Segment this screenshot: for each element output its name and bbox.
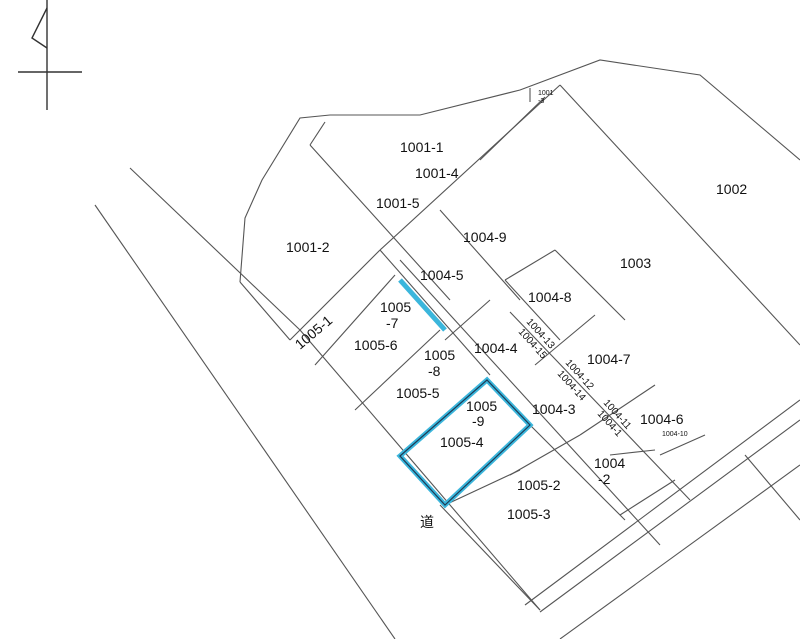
- parcel-label: 1005-2: [517, 477, 561, 493]
- parcel-label: 1003: [620, 255, 651, 271]
- parcel-label: 1004: [594, 455, 625, 471]
- parcel-label: 1001-5: [376, 195, 420, 211]
- parcel-label: -3: [538, 98, 544, 105]
- parcel-label: 1005-6: [354, 337, 398, 353]
- parcel-label: 1005-5: [396, 385, 440, 401]
- parcel-label: 1001-2: [286, 239, 330, 255]
- parcel-label: 1001-1: [400, 139, 444, 155]
- parcel-label: 1004-10: [662, 431, 688, 438]
- parcel-label: -9: [472, 413, 485, 429]
- parcel-label: 1004-8: [528, 289, 572, 305]
- parcel-outline: [399, 379, 531, 506]
- parcel-label: 1005: [466, 398, 497, 414]
- parcel-label: 1005-3: [507, 506, 551, 522]
- north-arrow-icon: [18, 0, 82, 110]
- parcel-label: 1005: [424, 347, 455, 363]
- parcel-label: 1004-7: [587, 351, 631, 367]
- parcel-label: -7: [386, 315, 399, 331]
- parcel-label: 1001-4: [415, 165, 459, 181]
- road-label: 道: [420, 514, 434, 530]
- parcel-boundaries: [239, 59, 800, 611]
- parcel-label: 1002: [716, 181, 747, 197]
- parcel-label: 1004-6: [640, 411, 684, 427]
- parcel-label: 1004-3: [532, 401, 576, 417]
- parcel-label: 1005-4: [440, 434, 484, 450]
- road-lines: [94, 167, 800, 639]
- parcel-label: 1004-4: [474, 340, 518, 356]
- parcel-label: 1004-9: [463, 229, 507, 245]
- parcel-label: -2: [598, 471, 611, 487]
- parcel-label: 1004-5: [420, 267, 464, 283]
- highlighted-strip-1005-7[interactable]: [398, 278, 447, 332]
- parcel-label: 1001: [538, 90, 554, 97]
- parcel-label: -8: [428, 363, 441, 379]
- parcel-label: 1005: [380, 299, 411, 315]
